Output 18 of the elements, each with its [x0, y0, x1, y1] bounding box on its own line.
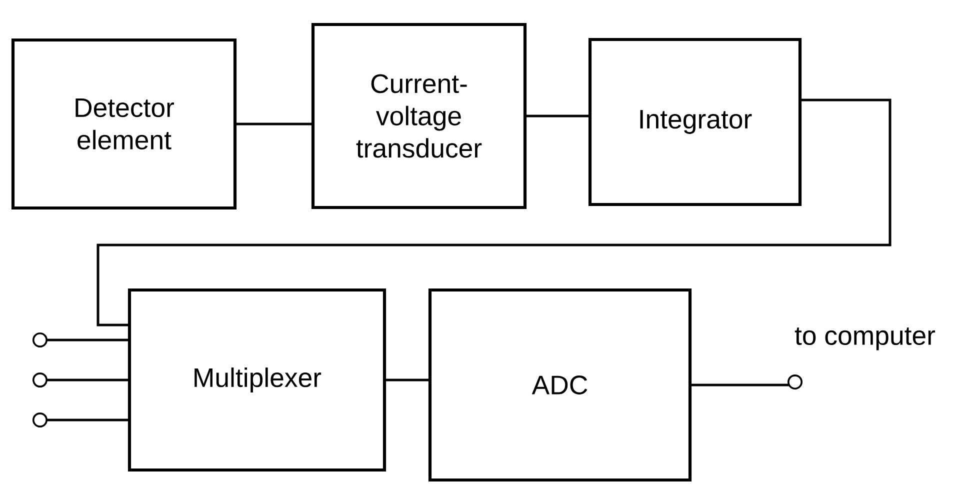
connector-line — [690, 384, 789, 386]
connector-line — [525, 114, 590, 118]
connector-line — [235, 122, 313, 126]
connector-line — [384, 378, 430, 382]
connector-line — [96, 98, 892, 326]
terminal-circle — [32, 372, 48, 388]
process-box: Integrator — [588, 38, 802, 206]
terminal-circle — [788, 374, 803, 390]
process-box: Multiplexer — [128, 288, 386, 472]
connector-line — [46, 418, 130, 422]
process-box: Detector element — [11, 38, 237, 210]
terminal-circle — [32, 412, 48, 428]
terminal-label: to computer — [794, 328, 936, 350]
process-box: Current-voltage transducer — [311, 22, 527, 210]
connector-line — [46, 338, 130, 342]
terminal-circle — [32, 332, 48, 348]
connector-line — [46, 378, 130, 382]
process-box: ADC — [428, 288, 692, 482]
